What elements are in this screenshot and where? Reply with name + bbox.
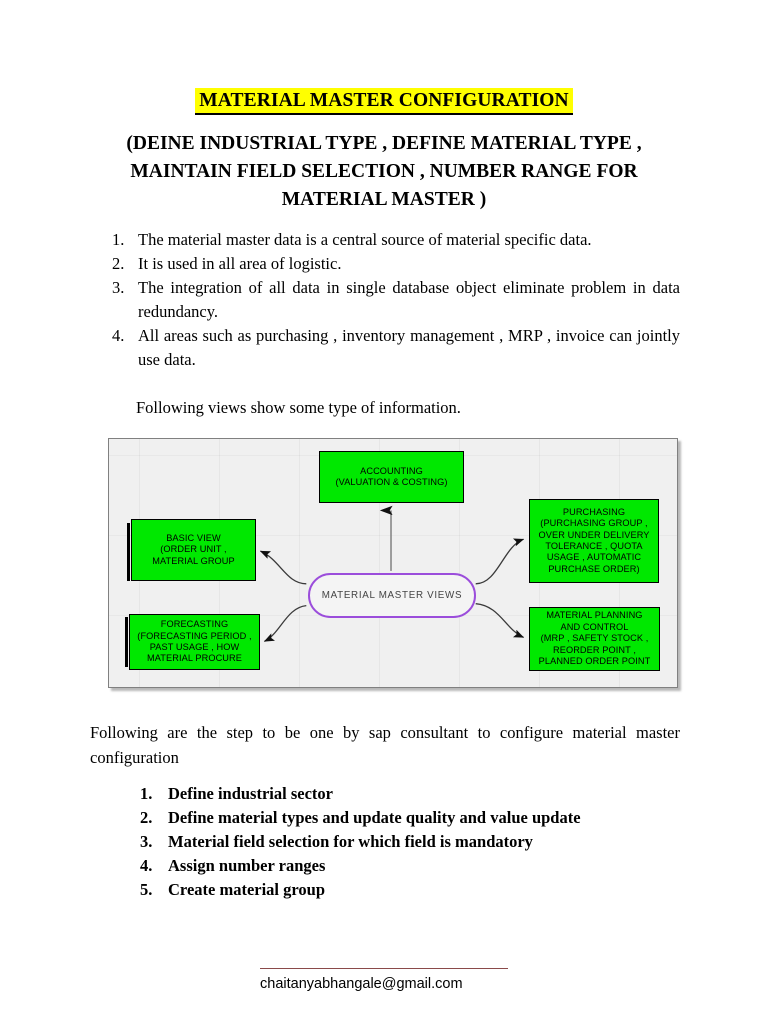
- list-item-number: 2.: [112, 254, 125, 273]
- list-item-text: Define material types and update quality…: [168, 808, 581, 827]
- diagram-center-node: MATERIAL MASTER VIEWS: [308, 573, 476, 618]
- forecasting-edge-tick: [125, 617, 128, 667]
- list-item-text: The material master data is a central so…: [138, 230, 592, 249]
- list-item-text: Assign number ranges: [168, 856, 326, 875]
- list-item: 3. The integration of all data in single …: [112, 276, 680, 324]
- list-item-number: 3.: [140, 832, 153, 851]
- basic-view-edge-tick: [127, 523, 130, 581]
- list-item: 4. Assign number ranges: [140, 854, 660, 878]
- list-item-number: 5.: [140, 880, 153, 899]
- list-item-text: Define industrial sector: [168, 784, 333, 803]
- list-item-number: 4.: [112, 326, 125, 345]
- list-item: 3. Material field selection for which fie…: [140, 830, 660, 854]
- configuration-steps-list: 1. Define industrial sector 2. Define mate…: [140, 782, 660, 902]
- diagram-node-basic-view: BASIC VIEW (ORDER UNIT , MATERIAL GROUP: [131, 519, 256, 581]
- diagram-node-accounting: ACCOUNTING (VALUATION & COSTING): [319, 451, 464, 503]
- list-item: 4. All areas such as purchasing , invento…: [112, 324, 680, 372]
- list-item: 2. It is used in all area of logistic.: [112, 252, 680, 276]
- intro-ordered-list: 1. The material master data is a central …: [112, 228, 680, 372]
- diagram-node-forecasting: FORECASTING (FORECASTING PERIOD , PAST U…: [129, 614, 260, 670]
- list-item: 5. Create material group: [140, 878, 660, 902]
- material-master-views-diagram: ACCOUNTING (VALUATION & COSTING) BASIC V…: [108, 438, 678, 688]
- list-item: 1. The material master data is a central …: [112, 228, 680, 252]
- title-container: MATERIAL MASTER CONFIGURATION: [0, 88, 768, 116]
- diagram-connectors: [259, 505, 525, 642]
- list-item-text: Create material group: [168, 880, 326, 899]
- document-subtitle: (DEINE INDUSTRIAL TYPE , DEFINE MATERIAL…: [126, 133, 642, 210]
- steps-paragraph: Following are the step to be one by sap …: [90, 723, 680, 767]
- list-item-text: The integration of all data in single da…: [138, 278, 680, 321]
- page-title: MATERIAL MASTER CONFIGURATION: [195, 88, 573, 116]
- list-item: 2. Define material types and update quali…: [140, 806, 660, 830]
- footer-email: chaitanyabhangale@gmail.com: [260, 968, 508, 992]
- views-note: Following views show some type of inform…: [136, 398, 461, 417]
- list-item-text: It is used in all area of logistic.: [138, 254, 342, 273]
- list-item-number: 1.: [140, 784, 153, 803]
- list-item-number: 4.: [140, 856, 153, 875]
- diagram-node-material-planning: MATERIAL PLANNING AND CONTROL (MRP , SAF…: [529, 607, 660, 671]
- list-item-text: All areas such as purchasing , inventory…: [138, 326, 680, 369]
- list-item-text: Material field selection for which field…: [168, 832, 533, 851]
- list-item: 1. Define industrial sector: [140, 782, 660, 806]
- list-item-number: 1.: [112, 230, 125, 249]
- list-item-number: 2.: [140, 808, 153, 827]
- diagram-node-purchasing: PURCHASING (PURCHASING GROUP , OVER UNDE…: [529, 499, 659, 583]
- list-item-number: 3.: [112, 278, 125, 297]
